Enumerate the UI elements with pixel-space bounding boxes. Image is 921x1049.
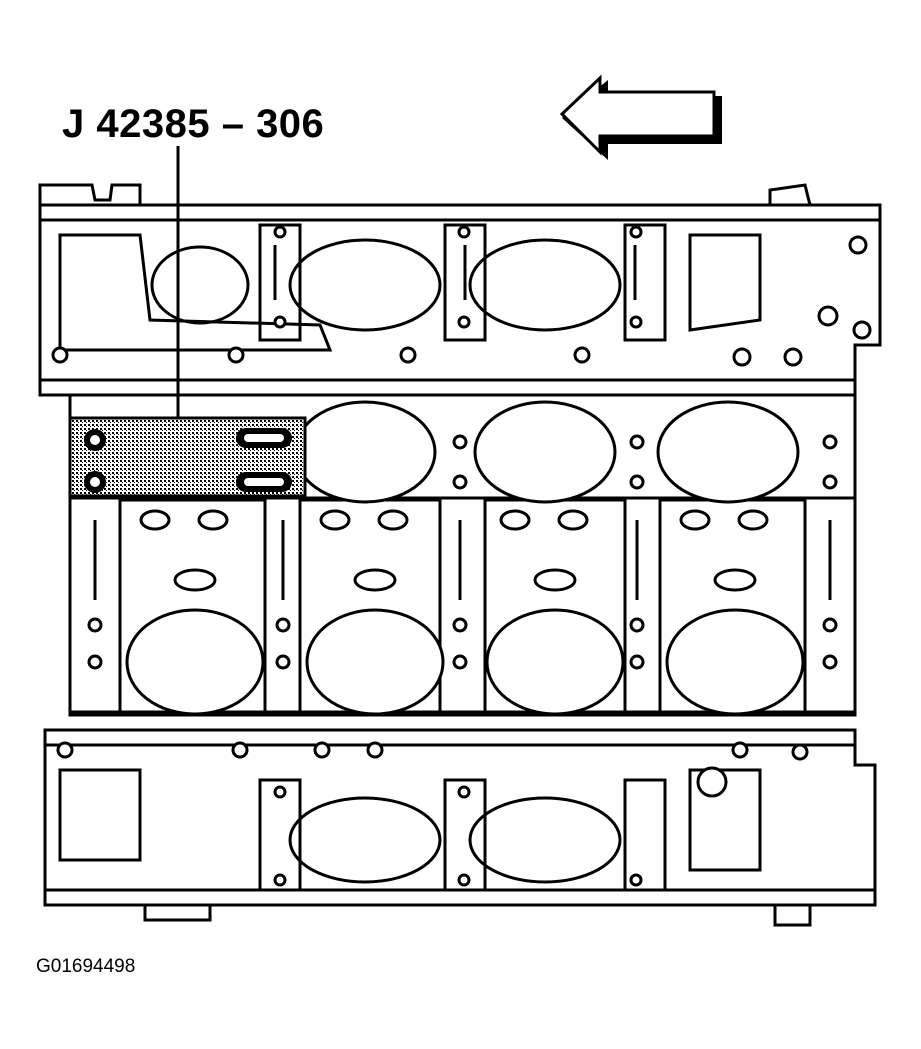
upper-bores (293, 400, 800, 504)
lower-deck (43, 728, 877, 927)
upper-deck (38, 183, 882, 397)
coolant-ports (139, 509, 769, 592)
upper-deck-bolt-holes (51, 225, 872, 367)
callout-label: J 42385 – 306 (62, 102, 325, 146)
lower-deck-bolt-holes (56, 741, 809, 887)
left-arrow-icon (559, 74, 722, 160)
web-ribs (93, 520, 832, 600)
lower-bores (125, 608, 805, 716)
web-bolt-holes (87, 434, 838, 670)
tool-plate (68, 416, 307, 498)
figure-id: G01694498 (36, 956, 136, 977)
